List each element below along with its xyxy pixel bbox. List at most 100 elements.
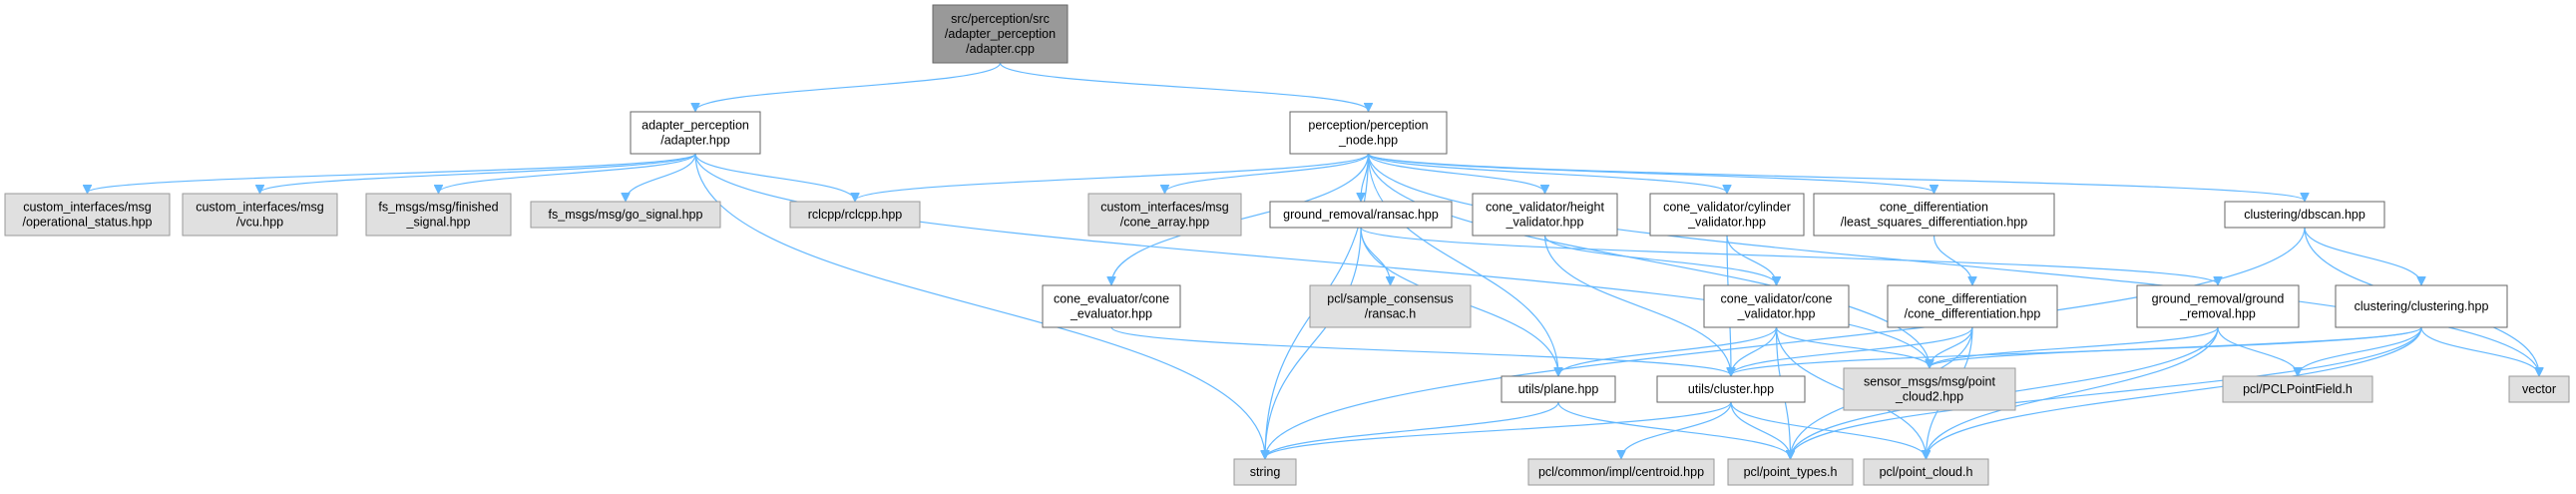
edge-clustering_hpp-to-point_cloud2 bbox=[1930, 326, 2422, 367]
node-cone-array: custom_interfaces/msg/cone_array.hpp bbox=[1087, 193, 1242, 237]
node-label: _node.hpp bbox=[1338, 134, 1398, 148]
node-least-squares[interactable]: cone_differentiation/least_squares_diffe… bbox=[1813, 193, 2055, 237]
node-adapter-cpp[interactable]: src/perception/src/adapter_perception/ad… bbox=[932, 4, 1069, 64]
node-cylinder-validator[interactable]: cone_validator/cylinder_validator.hpp bbox=[1649, 193, 1805, 237]
node-label: _cloud2.hpp bbox=[1895, 390, 1963, 404]
node-label: /adapter.cpp bbox=[966, 42, 1035, 56]
edge-adapter_hpp-to-go_signal bbox=[626, 153, 696, 201]
node-label: cone_validator/cylinder bbox=[1663, 201, 1791, 215]
node-label: custom_interfaces/msg bbox=[23, 201, 152, 215]
node-label: ground_removal/ransac.hpp bbox=[1283, 208, 1439, 222]
node-label: custom_interfaces/msg bbox=[196, 201, 324, 215]
node-label: pcl/PCLPointField.h bbox=[2243, 382, 2353, 396]
node-label: ground_removal/ground bbox=[2152, 292, 2285, 306]
node-label: clustering/clustering.hpp bbox=[2355, 299, 2489, 313]
edge-ground_removal-to-point_cloud2 bbox=[1930, 326, 2219, 367]
node-go-signal: fs_msgs/msg/go_signal.hpp bbox=[530, 201, 721, 229]
node-dbscan[interactable]: clustering/dbscan.hpp bbox=[2224, 201, 2385, 229]
edge-cylinder_validator-to-cone_validator bbox=[1726, 235, 1777, 284]
node-label: _validator.hpp bbox=[1687, 216, 1766, 230]
edge-height_validator-to-cluster_hpp bbox=[1543, 235, 1732, 375]
node-label: _removal.hpp bbox=[2179, 307, 2256, 321]
edge-ground_removal-to-point_cloud bbox=[1927, 326, 2219, 458]
node-label: _validator.hpp bbox=[1737, 307, 1816, 321]
node-label: pcl/point_cloud.h bbox=[1880, 465, 1973, 479]
node-label: rclcpp/rclcpp.hpp bbox=[808, 208, 903, 222]
edge-clustering_hpp-to-vector bbox=[2420, 326, 2539, 375]
edge-perception_node-to-rclcpp bbox=[855, 153, 1370, 201]
edge-cluster_hpp-to-string bbox=[1265, 401, 1732, 458]
node-box bbox=[1649, 193, 1805, 237]
edge-ransac_hpp-to-sample_consensus bbox=[1360, 227, 1391, 284]
edge-cone_evaluator-to-cluster_hpp bbox=[1110, 326, 1731, 375]
node-label: pcl/common/impl/centroid.hpp bbox=[1538, 465, 1704, 479]
node-label: /cone_array.hpp bbox=[1120, 216, 1209, 230]
node-perception-node[interactable]: perception/perception_node.hpp bbox=[1289, 111, 1448, 155]
edge-layer bbox=[88, 62, 2540, 458]
node-box bbox=[1843, 367, 2016, 411]
edge-adapter_hpp-to-point_cloud2 bbox=[694, 153, 1930, 367]
node-box bbox=[1309, 284, 1472, 328]
edge-plane_hpp-to-point_types bbox=[1557, 401, 1791, 458]
edge-clustering_hpp-to-point_cloud bbox=[1927, 326, 2422, 458]
node-finished-signal: fs_msgs/msg/finished_signal.hpp bbox=[365, 193, 512, 237]
edge-ransac_hpp-to-string bbox=[1265, 227, 1362, 458]
node-cluster-hpp[interactable]: utils/cluster.hpp bbox=[1656, 375, 1806, 403]
node-box bbox=[530, 201, 721, 229]
edge-adapter_hpp-to-rclcpp bbox=[694, 153, 855, 201]
node-adapter-hpp[interactable]: adapter_perception/adapter.hpp bbox=[630, 111, 761, 155]
node-box bbox=[1233, 458, 1297, 486]
edge-perception_node-to-cylinder_validator bbox=[1367, 153, 1728, 193]
node-label: cone_differentiation bbox=[1919, 292, 2027, 306]
edge-dbscan-to-string bbox=[1265, 227, 2306, 458]
node-ground-removal[interactable]: ground_removal/ground_removal.hpp bbox=[2136, 284, 2300, 328]
edge-cone_validator-to-point_cloud2 bbox=[1775, 326, 1931, 367]
node-layer: src/perception/src/adapter_perception/ad… bbox=[4, 4, 2570, 486]
node-label: fs_msgs/msg/finished bbox=[378, 201, 498, 215]
node-label: perception/perception bbox=[1308, 119, 1428, 133]
node-centroid: pcl/common/impl/centroid.hpp bbox=[1527, 458, 1715, 486]
edge-cone_validator-to-plane_hpp bbox=[1558, 326, 1778, 375]
node-string: string bbox=[1233, 458, 1297, 486]
node-ransac-hpp[interactable]: ground_removal/ransac.hpp bbox=[1269, 201, 1453, 229]
node-box bbox=[1289, 111, 1448, 155]
node-label: vector bbox=[2522, 382, 2556, 396]
edge-adapter_hpp-to-operational_status bbox=[88, 153, 696, 193]
node-label: custom_interfaces/msg bbox=[1100, 201, 1229, 215]
node-vector: vector bbox=[2508, 375, 2570, 403]
edge-dbscan-to-clustering_hpp bbox=[2304, 227, 2421, 284]
edge-least_squares-to-cone_differentiation bbox=[1932, 235, 1973, 284]
node-box bbox=[4, 193, 171, 237]
node-vcu: custom_interfaces/msg/vcu.hpp bbox=[182, 193, 338, 237]
node-box bbox=[1863, 458, 1989, 486]
node-cone-evaluator[interactable]: cone_evaluator/cone_evaluator.hpp bbox=[1042, 284, 1181, 328]
node-cone-differentiation[interactable]: cone_differentiation/cone_differentiatio… bbox=[1887, 284, 2058, 328]
node-box bbox=[1042, 284, 1181, 328]
node-box bbox=[2335, 284, 2508, 328]
node-box bbox=[2136, 284, 2300, 328]
node-label: cone_evaluator/cone bbox=[1054, 292, 1169, 306]
edge-perception_node-to-cone_array bbox=[1165, 153, 1370, 193]
node-sample-consensus: pcl/sample_consensus/ransac.h bbox=[1309, 284, 1472, 328]
node-height-validator[interactable]: cone_validator/height_validator.hpp bbox=[1472, 193, 1618, 237]
edge-cluster_hpp-to-point_cloud bbox=[1730, 401, 1927, 458]
node-box bbox=[1656, 375, 1806, 403]
node-label: /adapter.hpp bbox=[660, 134, 730, 148]
edge-ground_removal-to-pcl_point_field bbox=[2217, 326, 2298, 375]
node-cone-validator[interactable]: cone_validator/cone_validator.hpp bbox=[1703, 284, 1850, 328]
node-clustering-hpp[interactable]: clustering/clustering.hpp bbox=[2335, 284, 2508, 328]
node-box bbox=[1813, 193, 2055, 237]
node-box bbox=[2224, 201, 2385, 229]
node-box bbox=[1887, 284, 2058, 328]
node-label: utils/plane.hpp bbox=[1518, 382, 1599, 396]
node-label: adapter_perception bbox=[642, 119, 749, 133]
node-point-cloud: pcl/point_cloud.h bbox=[1863, 458, 1989, 486]
edge-clustering_hpp-to-pcl_point_field bbox=[2298, 326, 2422, 375]
edge-perception_node-to-height_validator bbox=[1367, 153, 1545, 193]
edge-perception_node-to-point_cloud2 bbox=[1367, 153, 1931, 367]
node-label: cone_validator/height bbox=[1486, 201, 1604, 215]
node-plane-hpp[interactable]: utils/plane.hpp bbox=[1501, 375, 1616, 403]
edge-clustering_hpp-to-cluster_hpp bbox=[1731, 326, 2422, 375]
edge-adapter_cpp-to-perception_node bbox=[999, 62, 1369, 111]
edge-cone_differentiation-to-cluster_hpp bbox=[1731, 326, 1973, 375]
